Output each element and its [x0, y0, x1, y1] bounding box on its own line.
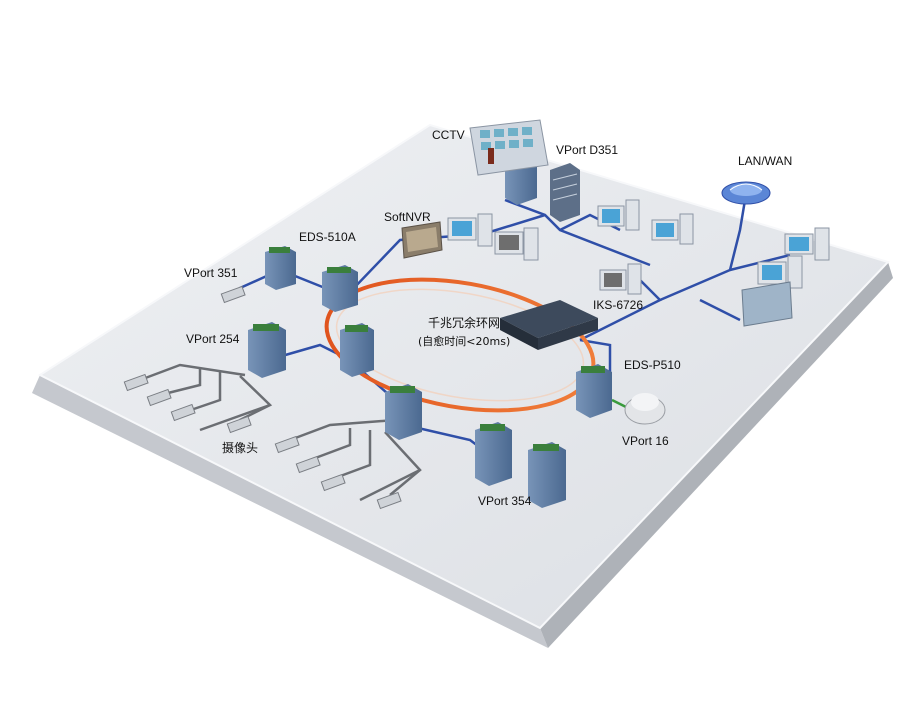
rack-switch-iks: [500, 300, 598, 350]
switch-vport-354-b: [528, 442, 566, 508]
switch-vport-354-a: [475, 422, 512, 486]
switch-vport-351-host: [265, 246, 296, 290]
label-ring-title: 千兆冗余环网: [428, 316, 501, 330]
dome-camera-icon: [624, 393, 666, 425]
switch-eds-510a: [322, 265, 358, 312]
label-camera: 摄像头: [222, 441, 259, 455]
network-globe-icon: [721, 181, 771, 205]
softnvr-screen: [401, 221, 443, 259]
label-vport-16: VPort 16: [622, 434, 669, 448]
label-iks-6726: IKS-6726: [593, 298, 644, 312]
label-vport-d351: VPort D351: [556, 143, 619, 157]
cctv-console-icon: [469, 119, 549, 176]
label-vport-354: VPort 354: [478, 494, 532, 508]
switch-eds-p510: [576, 364, 612, 418]
desktop-pc-icon: [447, 199, 830, 295]
label-eds-510a: EDS-510A: [299, 230, 356, 244]
server-rack-icon: [550, 163, 580, 222]
switch-vport-254: [248, 322, 286, 378]
label-softnvr: SoftNVR: [384, 210, 431, 224]
switch-center-left: [340, 323, 374, 377]
label-vport-351: VPort 351: [184, 266, 238, 280]
label-vport-254: VPort 254: [186, 332, 240, 346]
label-eds-p510: EDS-P510: [624, 358, 681, 372]
switch-bottom-center: [385, 384, 422, 440]
video-wall-screen: [741, 281, 793, 327]
floor-platform: [32, 123, 893, 648]
camera-cables-left: [139, 363, 273, 432]
label-lan-wan: LAN/WAN: [738, 154, 793, 168]
camera-cables-bottom: [289, 418, 422, 502]
cctv-camera-icon: [123, 285, 402, 510]
label-cctv: CCTV: [432, 128, 465, 142]
label-ring-subtitle: (自愈时间<20ms): [418, 335, 511, 348]
